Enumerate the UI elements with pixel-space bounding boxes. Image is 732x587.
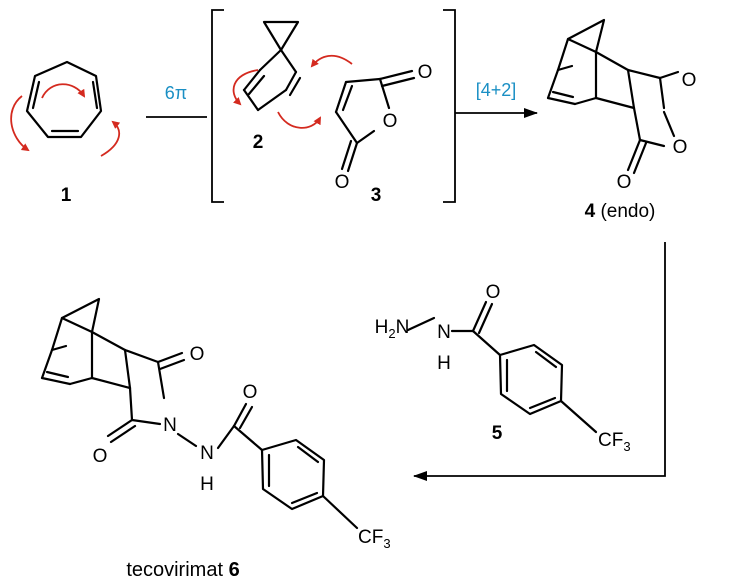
- compound-5-nh-h: H: [437, 353, 451, 374]
- compound-5-oxygen: O: [486, 282, 501, 303]
- compound-6-oxygen-upper: O: [190, 344, 205, 365]
- compound-5-nh2: H2N: [375, 317, 410, 341]
- compound-2-electron-arrows: [232, 54, 353, 129]
- compound-6-cf3: CF3: [358, 527, 391, 551]
- compound-6-imide-n: N: [163, 415, 177, 436]
- compound-6-structure: [40, 297, 359, 530]
- compound-1-electron-arrows: [10, 83, 121, 157]
- compound-3-oxygen-ring: O: [383, 111, 398, 132]
- compound-4-label: 4 (endo): [585, 201, 656, 222]
- compound-3-label: 3: [371, 185, 382, 206]
- compound-1-structure: [25, 60, 103, 139]
- compound-6-oxygen-lower: O: [93, 446, 108, 467]
- compound-6-amide-oxygen: O: [243, 382, 258, 403]
- arrow-to-tecovirimat: [413, 242, 666, 481]
- bracket-left: [211, 9, 224, 203]
- compound-6-nh-h: H: [200, 474, 214, 495]
- condition-6pi: 6π: [165, 83, 187, 103]
- compound-4-structure: [546, 18, 680, 175]
- compound-1-label: 1: [61, 185, 72, 206]
- compound-6-label: tecovirimat 6: [126, 559, 239, 581]
- compound-3-oxygen-bottom: O: [335, 172, 350, 193]
- compound-3-structure: [334, 69, 416, 173]
- compound-5-label: 5: [492, 423, 503, 444]
- compound-5-cf3: CF3: [598, 430, 631, 454]
- bracket-right: [443, 9, 456, 203]
- compound-5-structure: [406, 300, 598, 434]
- compound-5-nh-n: N: [437, 322, 451, 343]
- compound-4-oxygen-carbonyl-right: O: [682, 70, 697, 91]
- compound-3-oxygen-top: O: [418, 62, 433, 83]
- condition-cycloaddition: [4+2]: [476, 80, 517, 100]
- compound-2-structure: [242, 20, 302, 112]
- compound-6-nh-n: N: [200, 443, 214, 464]
- compound-2-label: 2: [253, 132, 264, 153]
- compound-4-oxygen-carbonyl-left: O: [617, 172, 632, 193]
- compound-4-oxygen-ring: O: [673, 137, 688, 158]
